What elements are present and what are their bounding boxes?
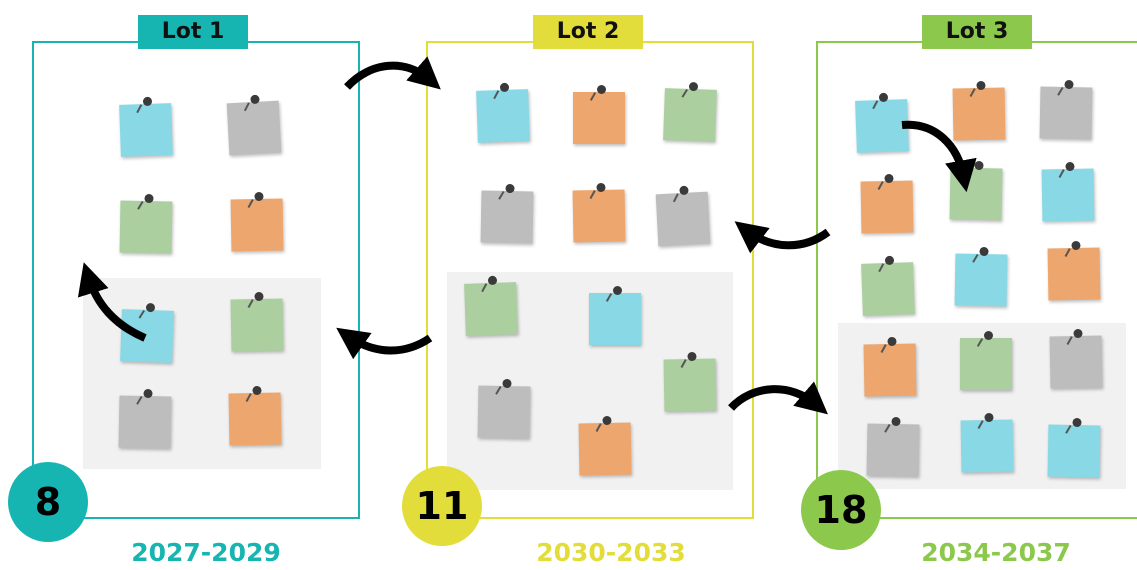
lot-3-label: Lot 3 xyxy=(922,15,1032,49)
lot-1-years: 2027-2029 xyxy=(131,538,281,567)
sticky-note xyxy=(960,331,1012,390)
sticky-note xyxy=(573,85,625,144)
lot-2-label: Lot 2 xyxy=(533,15,643,49)
curved-arrow-icon xyxy=(344,56,441,90)
lot-2-count-badge: 11 xyxy=(402,466,482,546)
sticky-note xyxy=(589,286,641,345)
curved-arrow-icon xyxy=(336,327,433,360)
curved-arrow-icon xyxy=(77,262,147,342)
curved-arrow-icon xyxy=(728,381,828,415)
lot-1-count-badge: 8 xyxy=(8,462,88,542)
lot-3-years: 2034-2037 xyxy=(921,538,1071,567)
lot-1-label: Lot 1 xyxy=(138,15,248,49)
curved-arrow-icon xyxy=(734,221,831,254)
lot-3-count-badge: 18 xyxy=(801,470,881,550)
curved-arrow-icon xyxy=(901,120,977,193)
lot-2-years: 2030-2033 xyxy=(536,538,686,567)
